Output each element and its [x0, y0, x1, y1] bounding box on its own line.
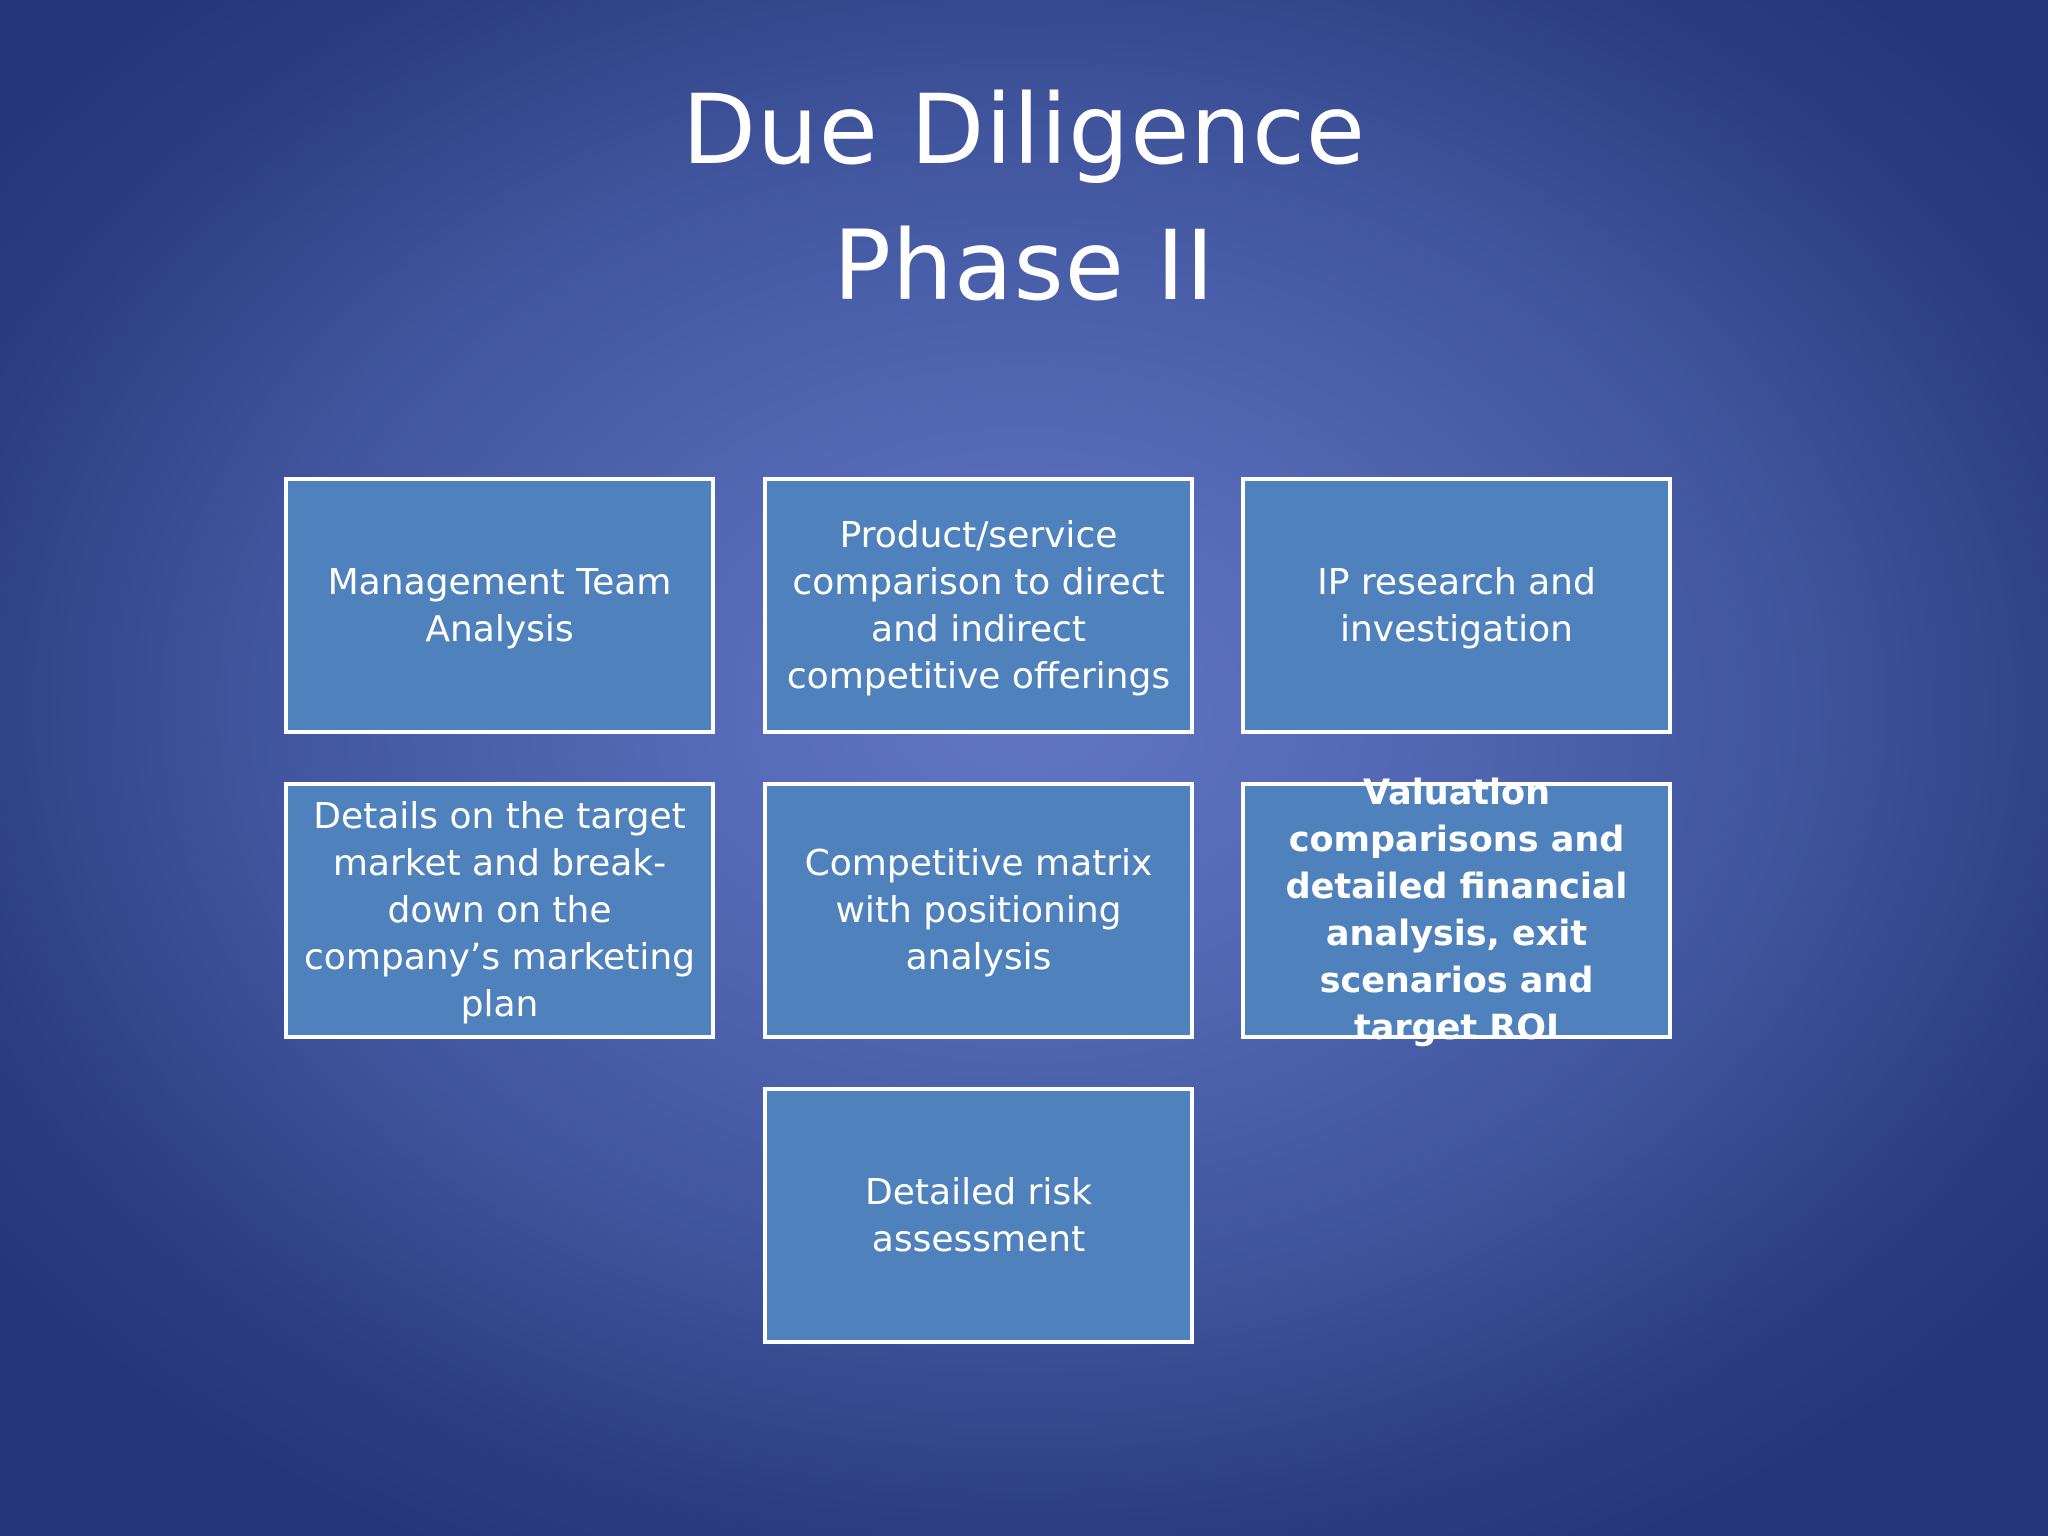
box-label: Detailed risk assessment: [865, 1171, 1092, 1260]
box-product-comparison: Product/service comparison to direct and…: [763, 477, 1194, 734]
box-label: Valuation comparisons and detailed finan…: [1285, 772, 1628, 1048]
box-label: IP research and investigation: [1317, 561, 1596, 650]
box-competitive-matrix: Competitive matrix with positioning anal…: [763, 782, 1194, 1039]
title-line-2: Phase II: [833, 210, 1215, 322]
box-label: Product/service comparison to direct and…: [786, 514, 1171, 697]
box-label: Competitive matrix with positioning anal…: [804, 843, 1153, 978]
box-target-market: Details on the target market and break-d…: [284, 782, 715, 1039]
slide-title: Due Diligence Phase II: [0, 62, 2048, 334]
box-ip-research: IP research and investigation: [1241, 477, 1672, 734]
title-line-1: Due Diligence: [682, 74, 1366, 186]
box-valuation: Valuation comparisons and detailed finan…: [1241, 773, 1672, 1048]
box-management-team-analysis: Management Team Analysis: [284, 477, 715, 734]
box-risk-assessment: Detailed risk assessment: [763, 1087, 1194, 1344]
box-label: Management Team Analysis: [327, 561, 672, 650]
box-label: Details on the target market and break-d…: [304, 796, 695, 1025]
